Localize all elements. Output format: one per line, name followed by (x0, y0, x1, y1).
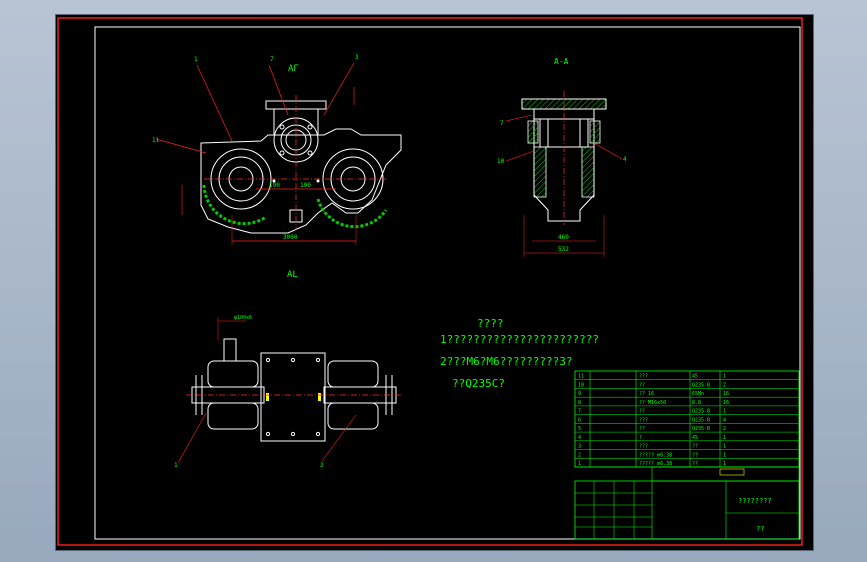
bom-cell-qty: 1 (723, 435, 726, 441)
callout-b-2: 2 (320, 462, 324, 469)
bom-cell-material: Q235-B (692, 382, 710, 388)
section-view: A-A 460 532 7 10 4 (497, 57, 627, 257)
dim-shaft: φ100x6 (234, 315, 252, 321)
bom-cell-material: 45 (692, 435, 698, 441)
notes-line-2: 2???M6?M6?????????3? (440, 355, 572, 368)
outer-frame (57, 17, 803, 546)
inner-frame (94, 26, 801, 540)
top-view: AΓ 190 190 (152, 54, 402, 245)
bom-cell-name: ?? (639, 382, 645, 388)
bom-cell-name: ??? (639, 374, 648, 380)
bom-cell-no: 11 (578, 374, 584, 380)
bom-cell-material: 45 (692, 374, 698, 380)
bom-cell-name: ??? (639, 444, 648, 450)
bom-cell-name: ????? m6.38 (639, 452, 672, 458)
bom-cell-material: ?? (692, 444, 698, 450)
bom-cell-name: ?? M16x50 (639, 400, 666, 406)
notes-line-3: ??Q235C? (452, 377, 505, 390)
bom-cell-name: ??? (639, 417, 648, 423)
bom-cell-material: Q235-B (692, 417, 710, 423)
bom-cell-no: 6 (578, 417, 581, 423)
bom-cell-no: 5 (578, 426, 581, 432)
bom-cell-no: 7 (578, 409, 581, 415)
bom-cell-name: ?? 16 (639, 391, 654, 397)
bom-cell-qty: 16 (723, 400, 729, 406)
bom-cell-no: 10 (578, 382, 584, 388)
notes-line-1: 1??????????????????????? (440, 333, 599, 346)
bom-cell-qty: 1 (723, 452, 726, 458)
callout-sec-7: 7 (500, 120, 504, 127)
bom-cell-material: 8.8 (692, 400, 701, 406)
bottom-view-label: AL (287, 270, 298, 280)
section-label: A-A (554, 57, 569, 66)
bom-cell-qty: 1 (723, 409, 726, 415)
callout-1: 1 (194, 56, 198, 63)
dim-460: 460 (558, 234, 569, 241)
callout-3: 3 (355, 54, 359, 61)
dim-3000: 3000 (283, 234, 298, 241)
bom-cell-no: 3 (578, 444, 581, 450)
bom-cell-no: 9 (578, 391, 581, 397)
bom-cell-material: Q235-B (692, 409, 710, 415)
drawing-subtitle: ?? (756, 525, 764, 533)
bom-cell-name: ?? (639, 426, 645, 432)
cad-drawing[interactable]: AΓ 190 190 (56, 15, 813, 550)
bom-cell-name: ?? (639, 409, 645, 415)
bom-cell-no: 2 (578, 452, 581, 458)
bom-cell-qty: 4 (723, 417, 726, 423)
bottom-view: AL φ100x6 1 2 (174, 270, 402, 469)
notes-title: ???? (477, 317, 504, 330)
bom-cell-material: ?? (692, 452, 698, 458)
technical-notes: ???? 1??????????????????????? 2???M6?M6?… (440, 317, 599, 390)
dim-190-left: 190 (269, 182, 280, 189)
bom-cell-qty: 1 (723, 461, 726, 467)
bom-cell-qty: 2 (723, 382, 726, 388)
model-viewport[interactable]: AΓ 190 190 (55, 14, 814, 551)
bom-cell-qty: 16 (723, 391, 729, 397)
bom-cell-material: ?? (692, 461, 698, 467)
bom-cell-material: 65Mn (692, 391, 704, 397)
bom-cell-no: 4 (578, 435, 581, 441)
callout-11: 11 (152, 137, 160, 144)
drawing-title: ???????? (738, 497, 772, 505)
bom-cell-name: ????? m6.38 (639, 461, 672, 467)
dim-532: 532 (558, 246, 569, 253)
callout-7: 7 (270, 56, 274, 63)
bom-cell-qty: 1 (723, 444, 726, 450)
callout-sec-10: 10 (497, 158, 505, 165)
bom-cell-qty: 1 (723, 374, 726, 380)
bom-cell-name: ? (639, 435, 642, 441)
callout-b-1: 1 (174, 462, 178, 469)
top-view-label: AΓ (288, 64, 299, 74)
bom-cell-no: 8 (578, 400, 581, 406)
bom-cell-no: 1 (578, 461, 581, 467)
bom-cell-material: Q235-B (692, 426, 710, 432)
dim-190-right: 190 (300, 182, 311, 189)
title-block: ???????? ?? (574, 466, 800, 540)
bom-cell-qty: 2 (723, 426, 726, 432)
callout-sec-4: 4 (623, 156, 627, 163)
